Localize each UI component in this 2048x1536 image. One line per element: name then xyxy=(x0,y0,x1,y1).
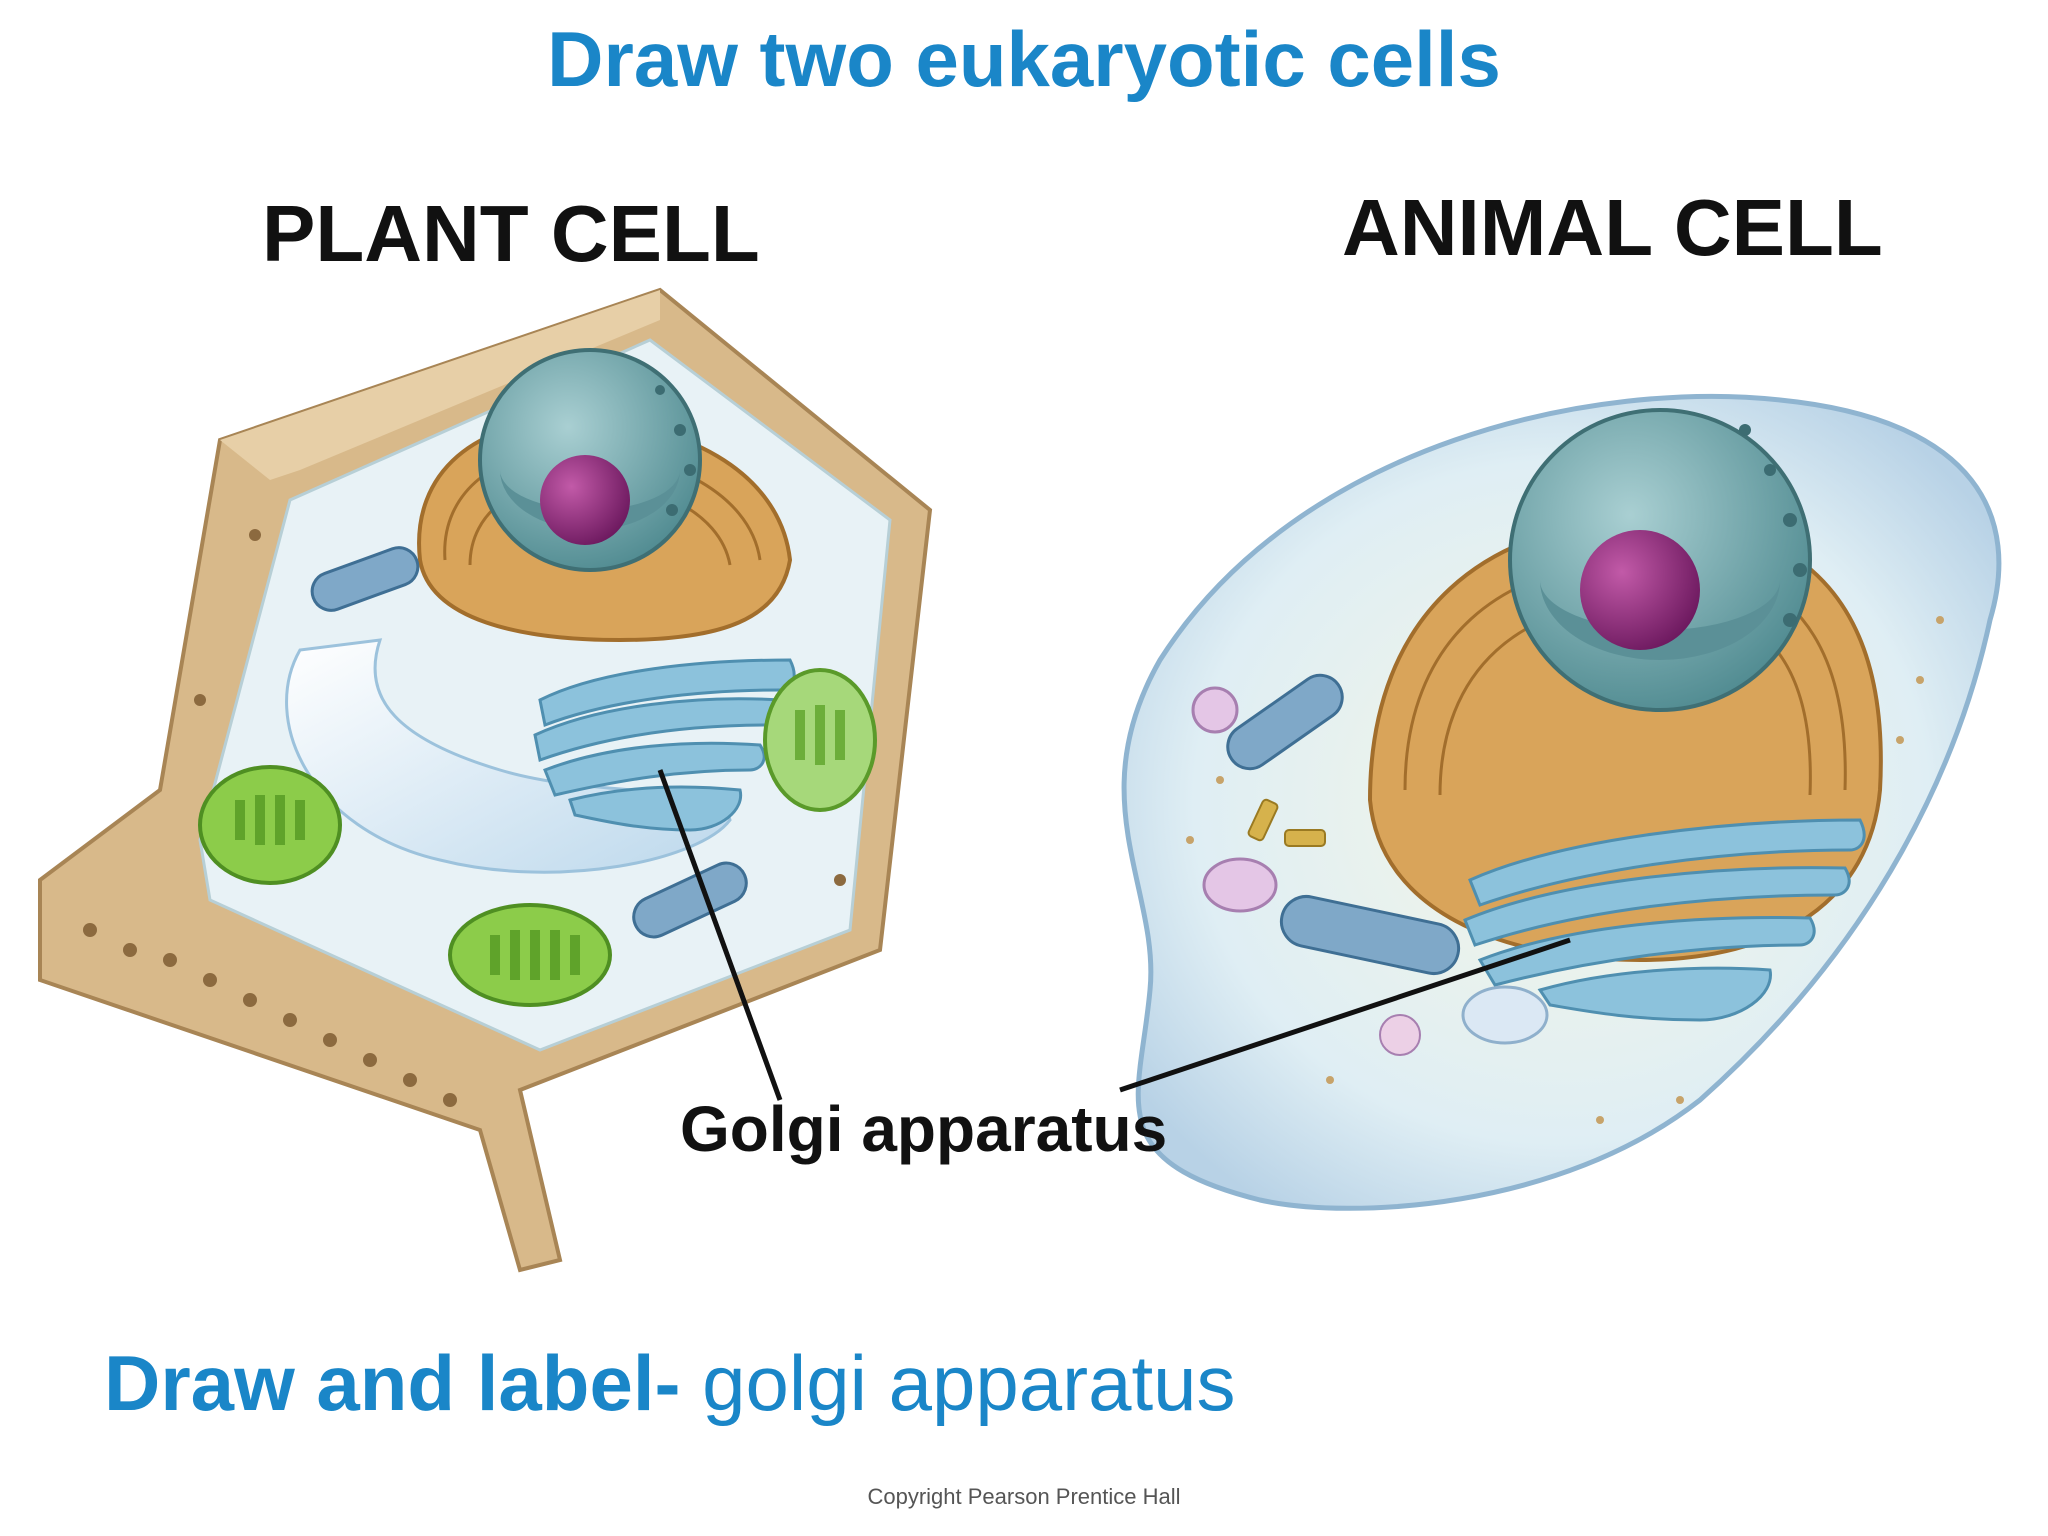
animal-lysosome xyxy=(1191,686,1239,734)
plant-cell-illustration xyxy=(38,287,933,1273)
animal-vesicle xyxy=(1461,985,1549,1045)
animal-golgi xyxy=(1463,818,1866,1022)
golgi-leader-line-plant xyxy=(657,769,783,1101)
slide-title: Draw two eukaryotic cells xyxy=(547,15,1501,103)
golgi-leader-line-animal xyxy=(1119,937,1571,1093)
instruction-rest: golgi apparatus xyxy=(702,1339,1236,1427)
plant-chloroplast xyxy=(763,668,877,812)
plant-cell-heading: PLANT CELL xyxy=(262,189,760,278)
animal-vesicle xyxy=(1379,1014,1421,1056)
copyright-notice: Copyright Pearson Prentice Hall xyxy=(867,1484,1181,1509)
plant-mitochondrion xyxy=(632,861,748,939)
animal-centriole xyxy=(1247,798,1326,847)
plant-nucleolus xyxy=(540,455,630,545)
animal-vesicle xyxy=(1202,857,1278,913)
animal-cell-illustration xyxy=(1121,393,2002,1211)
animal-mitochondrion xyxy=(1226,673,1344,771)
plant-chloroplast xyxy=(198,765,342,885)
animal-nucleolus xyxy=(1580,530,1700,650)
golgi-apparatus-label: Golgi apparatus xyxy=(680,1093,1168,1165)
animal-mitochondrion xyxy=(1279,894,1461,976)
plant-chloroplast xyxy=(448,903,612,1007)
instruction-lead: Draw and label- xyxy=(104,1339,681,1427)
plant-mitochondrion xyxy=(310,546,420,612)
animal-cell-heading: ANIMAL CELL xyxy=(1342,183,1883,272)
instruction-text: Draw and label- golgi apparatus xyxy=(104,1338,1236,1429)
plant-golgi xyxy=(533,658,796,832)
